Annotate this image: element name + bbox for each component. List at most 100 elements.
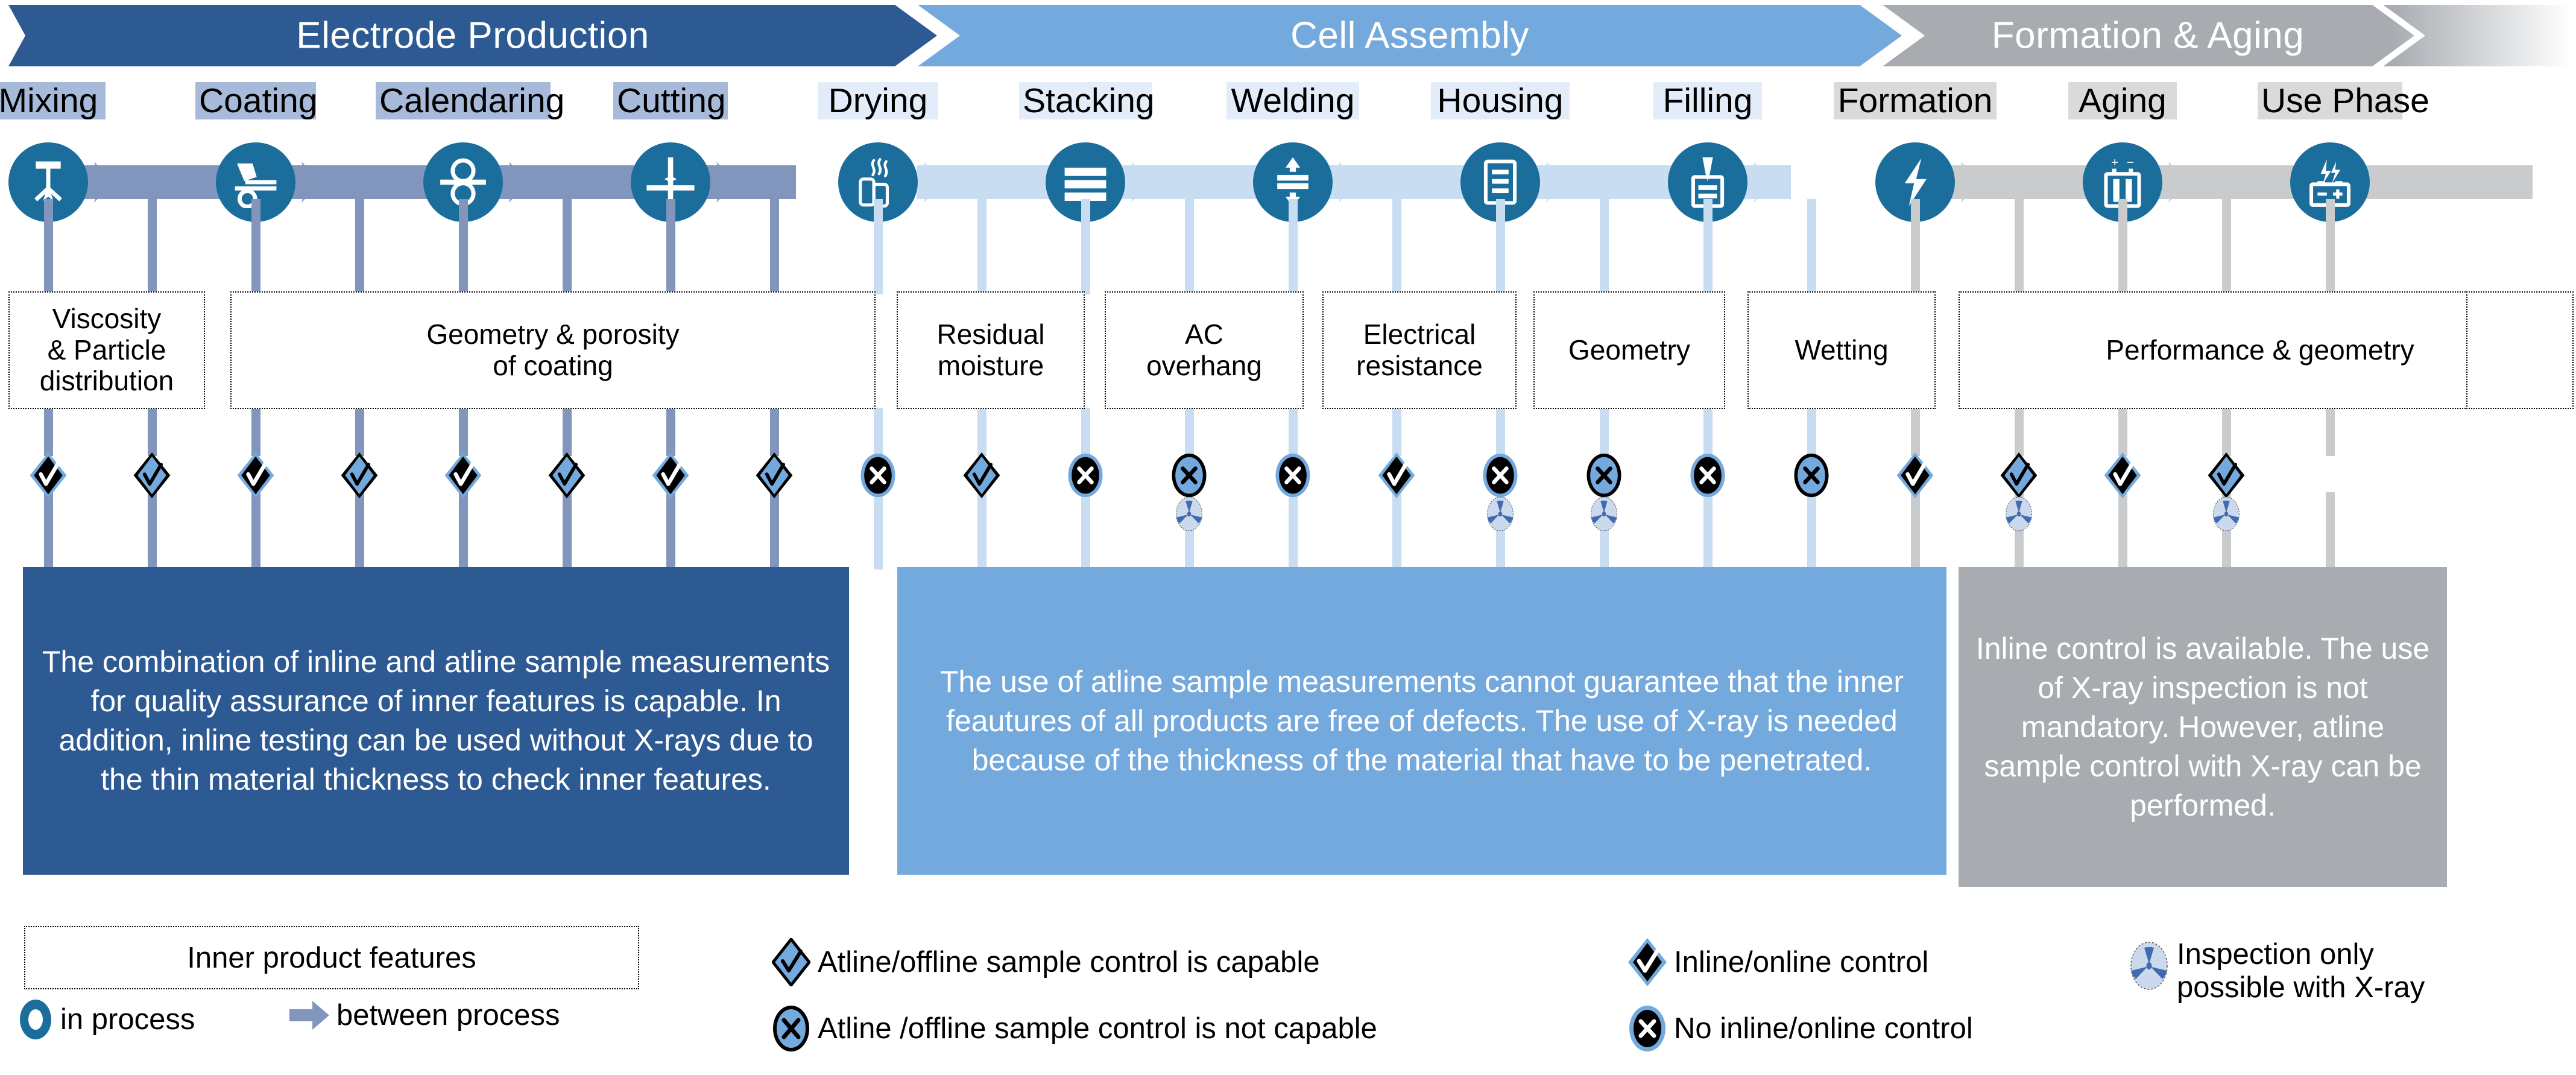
connector-line: [1703, 199, 1713, 294]
diamond-check-black-icon[interactable]: [1378, 452, 1415, 498]
diamond-check-black-icon[interactable]: [2104, 452, 2141, 498]
circle-x-blue-icon[interactable]: [1793, 452, 1830, 498]
diamond-check-black-icon[interactable]: [1896, 452, 1934, 498]
diamond-check-blue-icon[interactable]: [548, 452, 586, 498]
phase-label-3: Formation & Aging: [1991, 14, 2305, 57]
rail-formation: [1918, 165, 2533, 199]
connector-line: [2015, 408, 2024, 456]
connector-line: [44, 492, 53, 569]
diamond-check-blue-icon[interactable]: [756, 452, 793, 498]
feature-box-performance-geometry: Performance & geometry: [1959, 291, 2562, 409]
phase-label-1: Electrode Production: [296, 14, 649, 57]
connector-line: [2326, 199, 2335, 294]
rail-arrow-icon: [1544, 158, 1568, 206]
connector-line: [1703, 492, 1713, 569]
connector-line: [1289, 492, 1298, 569]
connector-line: [1081, 492, 1090, 569]
diamond-check-blue-icon[interactable]: [133, 452, 171, 498]
rail-arrow-icon: [92, 158, 116, 206]
connector-line: [770, 408, 779, 456]
diamond-check-blue-icon[interactable]: [963, 452, 1000, 498]
connector-line: [563, 199, 572, 294]
connector-line: [2015, 199, 2024, 294]
circle-x-blue-icon: [772, 1004, 810, 1053]
radiation-icon[interactable]: [2001, 496, 2037, 532]
ring-icon: [18, 998, 53, 1041]
circle-x-black-icon[interactable]: [1274, 452, 1312, 498]
rail-arrow-icon: [921, 158, 945, 206]
connector-line: [874, 492, 883, 569]
conclusion-text: The use of atline sample measurements ca…: [939, 664, 1904, 777]
feature-box-empty: [2466, 291, 2574, 409]
diamond-check-black-icon[interactable]: [30, 452, 67, 498]
radiation-icon[interactable]: [2208, 496, 2244, 532]
step-label-use-phase: Use Phase: [2258, 82, 2429, 119]
radiation-icon[interactable]: [1171, 496, 1207, 532]
diamond-check-black-icon[interactable]: [652, 452, 689, 498]
step-label-formation: Formation: [1834, 82, 1997, 119]
connector-line: [148, 199, 157, 294]
mixer-icon[interactable]: [8, 142, 88, 222]
connector-line: [459, 199, 468, 294]
conclusion-box-cell-assembly: The use of atline sample measurements ca…: [897, 567, 1946, 875]
connector-line: [1185, 199, 1194, 294]
rail-arrow-icon: [299, 158, 323, 206]
connector-line: [1807, 408, 1816, 456]
connector-line: [666, 408, 675, 456]
diamond-check-blue-icon[interactable]: [341, 452, 378, 498]
legend-atline-capable-label: Atline/offline sample control is capable: [818, 945, 1320, 978]
rail-arrow-icon: [714, 158, 738, 206]
legend-between-process-label: between process: [336, 998, 560, 1032]
legend-atline-capable: Atline/offline sample control is capable: [772, 938, 1320, 986]
conclusion-box-formation: Inline control is available. The use of …: [1959, 567, 2447, 887]
diamond-check-blue-icon[interactable]: [2000, 452, 2038, 498]
feature-text: Geometry: [1568, 334, 1690, 366]
circle-x-blue-icon[interactable]: [1585, 452, 1623, 498]
step-label-housing: Housing: [1431, 82, 1570, 119]
connector-line: [2222, 408, 2231, 456]
radiation-icon[interactable]: [1586, 496, 1622, 532]
legend-between-process: between process: [289, 998, 560, 1032]
svg-text:−: −: [2127, 156, 2134, 170]
connector-line: [148, 492, 157, 569]
connector-line: [1185, 408, 1194, 456]
connector-line: [44, 199, 53, 294]
feature-box-geometry: Geometry: [1533, 291, 1725, 409]
connector-line: [148, 408, 157, 456]
circle-x-black-icon[interactable]: [859, 452, 897, 498]
connector-line: [666, 492, 675, 569]
step-label-mixing: Mixing: [0, 82, 106, 119]
step-label-cutting: Cutting: [613, 82, 728, 119]
radiation-icon: [2129, 940, 2170, 991]
diamond-check-black-icon[interactable]: [444, 452, 482, 498]
circle-x-black-icon[interactable]: [1482, 452, 1519, 498]
connector-line: [459, 408, 468, 456]
connector-line: [1496, 199, 1505, 294]
connector-line: [1392, 199, 1401, 294]
legend-inline-control: Inline/online control: [1628, 938, 1928, 986]
legend-in-process-label: in process: [60, 1003, 195, 1036]
connector-line: [251, 408, 260, 456]
connector-line: [2118, 199, 2127, 294]
circle-x-blue-icon[interactable]: [1170, 452, 1208, 498]
aging-icon[interactable]: +−: [2083, 142, 2162, 222]
connector-line: [355, 492, 364, 569]
step-label-welding: Welding: [1226, 82, 1359, 119]
connector-line: [770, 492, 779, 569]
diamond-check-blue-icon[interactable]: [2208, 452, 2245, 498]
connector-line: [563, 492, 572, 569]
circle-x-black-icon[interactable]: [1689, 452, 1726, 498]
circle-x-black-icon[interactable]: [1067, 452, 1104, 498]
diamond-check-black-icon[interactable]: [237, 452, 274, 498]
radiation-icon[interactable]: [1482, 496, 1518, 532]
calender-icon[interactable]: [423, 142, 503, 222]
connector-line: [874, 408, 883, 456]
